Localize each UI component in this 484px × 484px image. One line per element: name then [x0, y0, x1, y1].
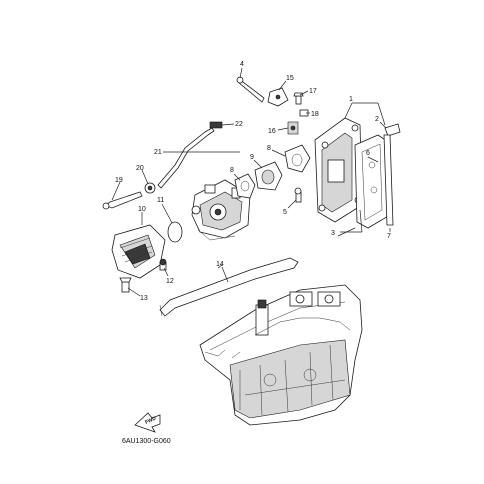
gasket-8b: [284, 144, 311, 173]
bolt-19: [102, 191, 143, 210]
fwd-label: FWD: [144, 415, 157, 425]
callout-12: 12: [166, 278, 174, 285]
washer-20: [144, 182, 156, 194]
callout-1: 1: [349, 96, 353, 103]
gasket-11: [167, 221, 183, 243]
reed-valve-housing-1: [314, 117, 363, 223]
bolt-12: [159, 258, 167, 271]
screw-5: [294, 187, 302, 203]
callout-22: 22: [235, 121, 243, 128]
callout-8b: 8: [267, 145, 271, 152]
fwd-arrow-icon: FWD: [134, 412, 161, 433]
callout-6: 6: [366, 150, 370, 157]
leader-lines: [111, 67, 391, 297]
callout-18: 18: [311, 111, 319, 118]
callout-13: 13: [140, 295, 148, 302]
callout-10: 10: [138, 206, 146, 213]
callout-3: 3: [331, 230, 335, 237]
diagram-code: 6AU1300-G060: [122, 438, 171, 445]
callout-8a: 8: [230, 167, 234, 174]
bolt-4: [236, 76, 265, 103]
fuel-hose-14: [159, 257, 299, 317]
wire-21: [157, 127, 215, 189]
callout-17: 17: [309, 88, 317, 95]
callout-labels: 1 2 3 4 5 6 7 8 8 9 10 11 12 13 14 15 16…: [115, 61, 391, 302]
callout-20: 20: [136, 165, 144, 172]
grommet-16: [287, 121, 299, 135]
hose-7: [383, 134, 394, 226]
intake-silencer-10: [111, 224, 166, 279]
clip-22: [209, 121, 223, 129]
engine-block: [199, 284, 363, 426]
callout-7: 7: [387, 233, 391, 240]
callout-16: 16: [268, 128, 276, 135]
callout-2: 2: [375, 116, 379, 123]
bolt-13: [119, 277, 132, 293]
callout-19: 19: [115, 177, 123, 184]
bracket-15: [267, 87, 289, 107]
callout-4: 4: [240, 61, 244, 68]
fitting-2: [384, 123, 401, 137]
callout-11: 11: [157, 197, 164, 204]
carburetor: [191, 179, 251, 241]
callout-9: 9: [250, 154, 254, 161]
callout-15: 15: [286, 75, 294, 82]
callout-21: 21: [154, 149, 162, 156]
insulator-9: [254, 161, 283, 191]
screw-17: [293, 92, 304, 105]
callout-5: 5: [283, 209, 287, 216]
callout-14: 14: [216, 261, 224, 268]
